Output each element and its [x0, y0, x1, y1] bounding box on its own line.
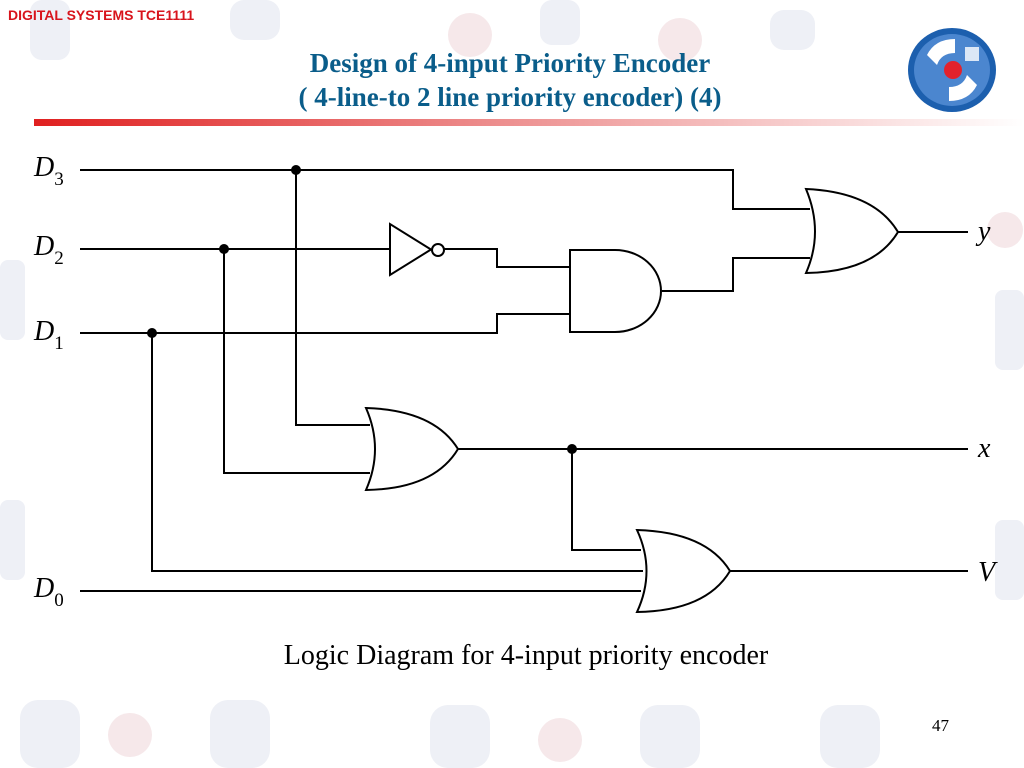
or-gate-x: [364, 406, 460, 492]
wire-d1: [80, 313, 570, 334]
wire-d1-branch: [151, 333, 643, 572]
junction-x: [567, 444, 577, 454]
junction-d3: [291, 165, 301, 175]
label-d2: D2: [33, 231, 64, 269]
title-rule: [34, 119, 1024, 126]
wire-d3: [80, 169, 810, 210]
diagram-caption: Logic Diagram for 4-input priority encod…: [283, 640, 769, 671]
label-y: y: [975, 216, 991, 247]
wire-not-and: [444, 248, 570, 268]
wire-x-branch: [571, 449, 641, 551]
label-d0: D0: [33, 573, 64, 611]
label-d1: D1: [33, 316, 64, 354]
label-d3: D3: [33, 152, 64, 190]
and-gate: [569, 249, 662, 333]
not-bubble: [431, 243, 445, 257]
junction-d2: [219, 244, 229, 254]
page-number: 47: [932, 716, 949, 735]
or-gate-v: [635, 528, 732, 614]
not-gate: [389, 222, 433, 277]
junction-d1: [147, 328, 157, 338]
title-line-1: Design of 4-input Priority Encoder: [309, 48, 711, 78]
wire-d3-branch: [295, 170, 370, 426]
label-x: x: [977, 433, 991, 464]
page-title: Design of 4-input Priority Encoder ( 4-l…: [140, 46, 880, 114]
label-v: V: [978, 557, 998, 588]
course-label: DIGITAL SYSTEMS TCE1111: [8, 7, 195, 23]
university-logo: [908, 28, 996, 112]
wire-d2-branch: [223, 249, 370, 474]
or-gate-y: [804, 187, 900, 275]
wire-and-or: [662, 257, 810, 292]
title-line-2: ( 4-line-to 2 line priority encoder) (4): [298, 82, 722, 112]
